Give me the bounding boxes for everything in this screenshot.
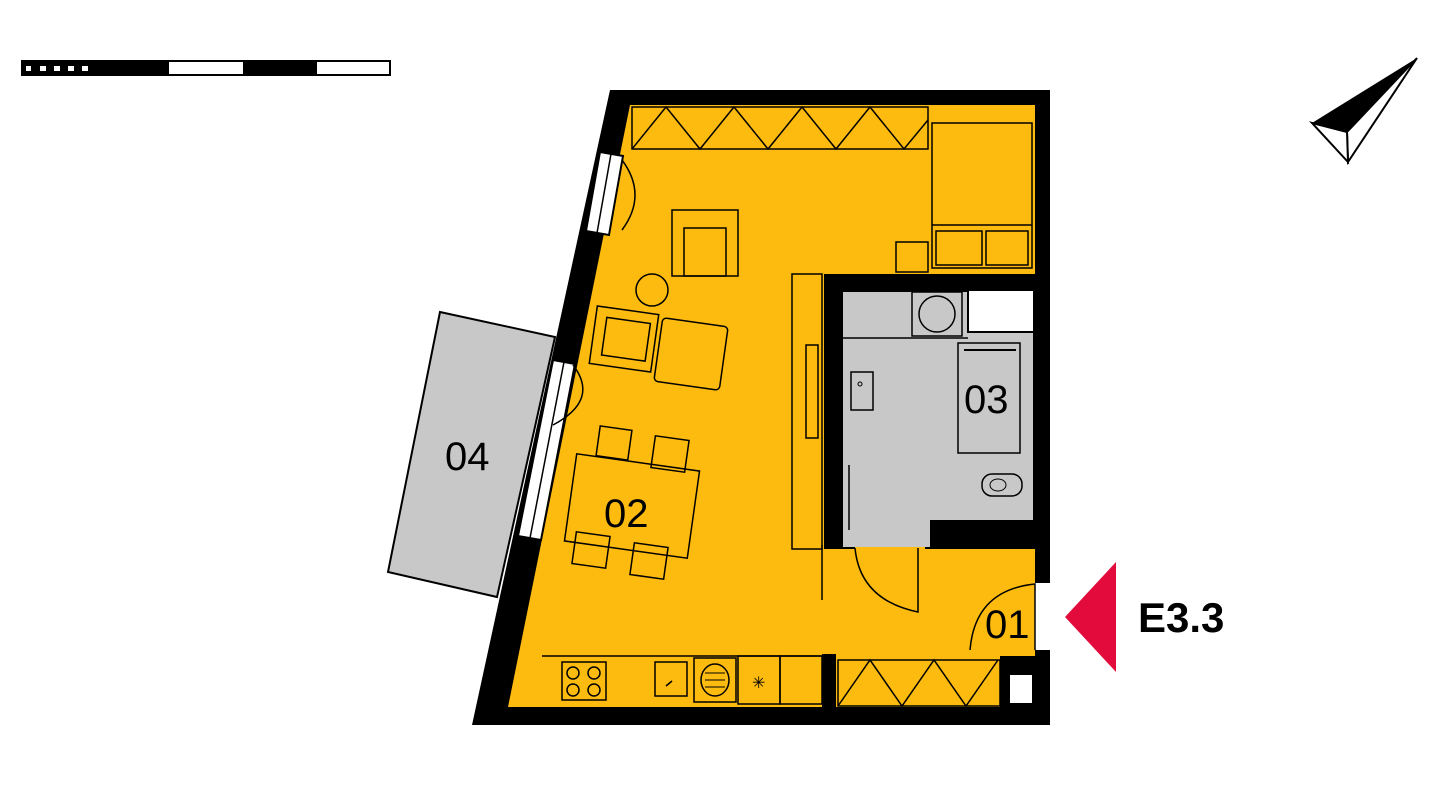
meter-box-inner	[1010, 675, 1032, 703]
washbasin	[850, 371, 874, 411]
side-table	[635, 273, 669, 307]
kitchen-counter: ✳	[542, 655, 823, 705]
wardrobe-top	[631, 105, 929, 151]
hall-cabinet	[939, 529, 1033, 546]
bathroom-floor	[843, 292, 1033, 547]
shower-tray	[957, 342, 1021, 454]
toilet	[981, 473, 1023, 497]
door-swing-balcony	[552, 364, 584, 426]
north-arrow-icon	[1308, 57, 1418, 166]
balcony-floor	[386, 310, 557, 599]
room-number-02: 02	[604, 492, 649, 536]
partition-wardrobe	[791, 273, 823, 600]
armchair-left	[588, 305, 660, 373]
washing-machine	[911, 291, 963, 337]
bathroom-03	[824, 274, 1050, 563]
unit-code-label: E3.3	[1138, 594, 1224, 641]
bed	[931, 122, 1033, 269]
bathroom-door-opening	[855, 547, 925, 563]
balcony-door	[516, 358, 577, 542]
dining-set	[563, 425, 701, 581]
room-number-03: 03	[964, 378, 1009, 422]
window-upper	[584, 150, 625, 237]
armchair-top	[671, 209, 739, 277]
room-number-01: 01	[985, 603, 1030, 647]
nightstand	[895, 241, 929, 273]
door-swing-entrance	[969, 583, 1036, 651]
kitchen-divider-wall	[822, 654, 836, 709]
door-swing-upper	[621, 159, 636, 231]
door-swing-bathroom	[854, 547, 919, 613]
sofa-seat	[653, 317, 729, 391]
svg-text:✳: ✳	[752, 673, 765, 692]
scale-bar-icon	[21, 60, 391, 76]
entrance-triangle-icon	[1065, 562, 1116, 672]
room-number-04: 04	[445, 435, 490, 479]
balcony-04	[386, 310, 557, 599]
shaft	[967, 289, 1035, 333]
entrance-opening	[1035, 583, 1051, 650]
